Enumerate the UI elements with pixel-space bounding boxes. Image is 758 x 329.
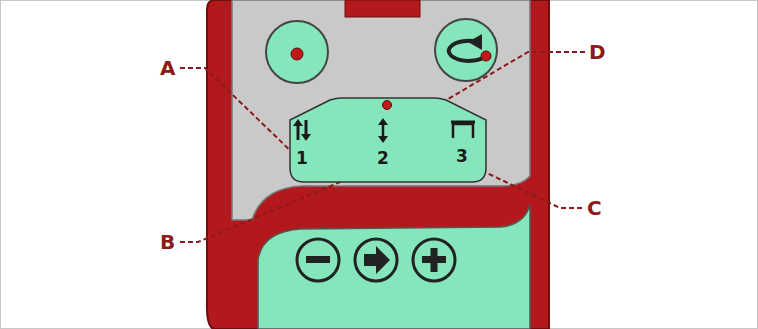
arrowhead (378, 118, 388, 125)
arrowhead (378, 136, 388, 143)
rotate-arrowhead (468, 34, 482, 50)
rotate-dot (481, 51, 491, 61)
updown-arrow (382, 124, 385, 137)
next-arrow (364, 246, 390, 274)
frame-icon (453, 124, 473, 138)
callout-letter: C (587, 198, 602, 218)
plus-symbol (431, 248, 438, 272)
mode-number: 3 (456, 148, 468, 165)
next-button (355, 239, 397, 281)
top-slot (345, 0, 420, 17)
callout-letter: A (160, 58, 175, 78)
display-panel: 1 2 3 (288, 88, 488, 184)
callout-letter: D (589, 42, 606, 62)
display-outline (290, 98, 486, 182)
down-arrow (305, 120, 308, 136)
record-dot (291, 48, 303, 60)
minus-symbol (306, 256, 330, 263)
rotate-button (435, 19, 497, 81)
plus-button (413, 239, 455, 281)
arrowhead (293, 119, 303, 126)
arrowhead (301, 134, 311, 141)
minus-button (297, 239, 339, 281)
lower-panel (258, 205, 530, 329)
indicator-dot (383, 101, 392, 110)
gray-panel (232, 0, 530, 220)
callout-letter: B (160, 232, 175, 252)
mode-number: 1 (296, 150, 308, 167)
frame-icon (451, 121, 475, 124)
record-button (266, 21, 328, 83)
leader-line (180, 68, 300, 160)
mode-number: 2 (377, 150, 389, 167)
display-shape (288, 88, 488, 184)
up-arrow (297, 124, 300, 140)
device-body (207, 0, 549, 329)
